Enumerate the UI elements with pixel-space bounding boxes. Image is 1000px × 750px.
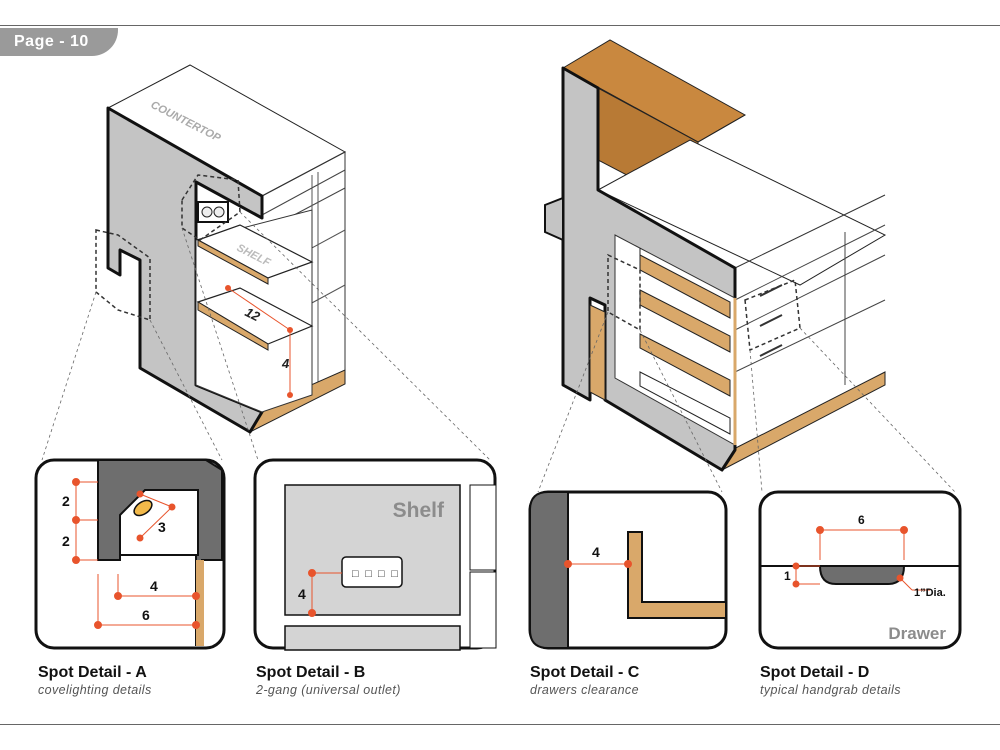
- detail-c-subtitle: drawers clearance: [530, 683, 639, 697]
- detail-d-title: Spot Detail - D: [760, 664, 870, 681]
- left-island-drawing: COUNTERTOP SHELF 12 4: [41, 64, 491, 461]
- spot-detail-a-panel: 2 2 3 4 6: [34, 458, 226, 650]
- detail-b-caption: Spot Detail - B 2-gang (universal outlet…: [256, 664, 401, 697]
- spot-detail-c-panel: 4: [528, 490, 728, 650]
- detail-a-dim-2: 2: [62, 533, 70, 549]
- detail-d-caption: Spot Detail - D typical handgrab details: [760, 664, 901, 697]
- dim-width-label: 12: [243, 304, 263, 324]
- top-rule: [0, 25, 1000, 26]
- spot-detail-b-panel: □ □ □ □ 4 Shelf: [253, 458, 497, 651]
- detail-a-title: Spot Detail - A: [38, 664, 147, 681]
- detail-d-subtitle: typical handgrab details: [760, 683, 901, 697]
- detail-a-subtitle: covelighting details: [38, 683, 152, 697]
- detail-c-dim-1: 4: [592, 544, 600, 560]
- dim-height-label: 4: [281, 356, 290, 371]
- detail-b-subtitle: 2-gang (universal outlet): [256, 683, 401, 697]
- detail-b-dim-1: 4: [298, 586, 306, 602]
- detail-a-caption: Spot Detail - A covelighting details: [38, 664, 152, 697]
- svg-text:□ □: □ □: [378, 569, 398, 581]
- page-tab: Page - 10: [0, 28, 118, 56]
- right-island-drawing: [537, 39, 956, 493]
- detail-d-dim-3: 1”Dia.: [914, 587, 946, 599]
- detail-b-shelf-label: Shelf: [393, 499, 445, 522]
- detail-b-title: Spot Detail - B: [256, 664, 366, 681]
- svg-text:□ □: □ □: [352, 569, 372, 581]
- detail-c-title: Spot Detail - C: [530, 664, 640, 681]
- detail-d-dim-1: 6: [858, 513, 865, 527]
- bottom-rule: [0, 724, 1000, 725]
- detail-a-dim-3: 3: [158, 519, 166, 535]
- detail-d-drawer-label: Drawer: [888, 624, 946, 643]
- spot-detail-d-panel: 6 1 1”Dia. Drawer: [758, 490, 962, 650]
- detail-a-dim-1: 2: [62, 493, 70, 509]
- detail-c-caption: Spot Detail - C drawers clearance: [530, 664, 639, 697]
- detail-a-dim-4: 4: [150, 578, 158, 594]
- detail-d-dim-2: 1: [784, 569, 791, 583]
- detail-a-dim-5: 6: [142, 607, 150, 623]
